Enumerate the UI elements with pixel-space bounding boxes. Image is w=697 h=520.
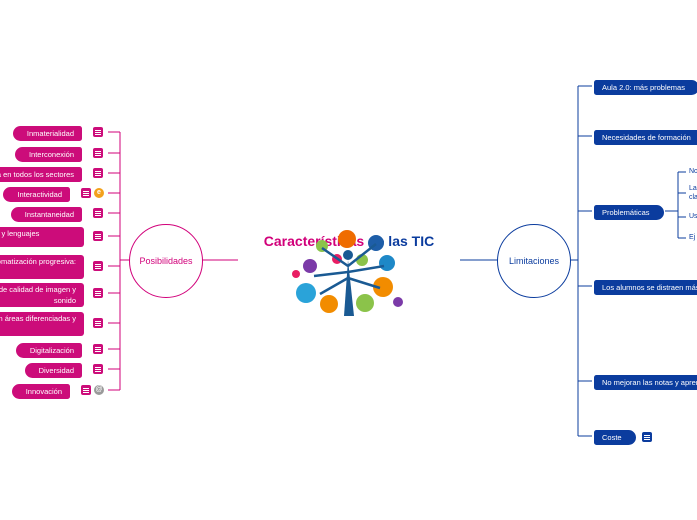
node-influencia[interactable]: Influencia en todos los sectores: [0, 167, 82, 182]
note-icon[interactable]: [81, 385, 91, 395]
node-instantaneidad[interactable]: Instantaneidad: [10, 207, 82, 222]
subnode-label: Us: [689, 213, 697, 220]
node-label: Problemáticas: [602, 208, 650, 217]
node-innovacion[interactable]: Innovación: [11, 384, 70, 399]
node-interconexion[interactable]: Interconexión: [14, 147, 82, 162]
node-label: Innovación: [25, 387, 62, 396]
node-interactividad[interactable]: Interactividad: [3, 187, 70, 202]
node-notas-aprendizajes[interactable]: No mejoran las notas y aprendizajes: [594, 375, 697, 390]
node-label: Elevados parámetros de calidad de imagen…: [0, 285, 76, 305]
subnode-label: Ej: [689, 234, 696, 241]
node-label: Interconexión: [28, 150, 74, 159]
note-icon[interactable]: [93, 344, 103, 354]
central-title-part2: de las TIC: [368, 233, 435, 249]
branch-posibilidades-label: Posibilidades: [139, 256, 193, 266]
subnode-label: No: [689, 168, 697, 175]
note-icon[interactable]: [93, 208, 103, 218]
node-coste[interactable]: Coste: [594, 430, 636, 445]
node-label: Diversidad: [38, 366, 74, 375]
subnode-3[interactable]: Us: [689, 212, 697, 221]
node-label: Nuevos códigos y lenguajes: [0, 229, 40, 238]
link-icon[interactable]: e: [94, 188, 104, 198]
node-penetracion[interactable]: Penetración en áreas diferenciadas y: [0, 312, 84, 336]
node-label: Los alumnos se distraen más: [602, 283, 697, 292]
node-problematicas[interactable]: Problemáticas: [594, 205, 664, 220]
note-icon[interactable]: [93, 288, 103, 298]
tic-illustration-icon: [292, 230, 403, 316]
node-calidad-imagen[interactable]: Elevados parámetros de calidad de imagen…: [0, 283, 84, 307]
branch-limitaciones-label: Limitaciones: [508, 256, 560, 266]
node-codigos-lenguajes[interactable]: Nuevos códigos y lenguajes: [0, 227, 84, 247]
node-aula-20[interactable]: Aula 2.0: más problemas: [594, 80, 697, 95]
note-icon[interactable]: [93, 261, 103, 271]
attachment-icon[interactable]: @: [94, 385, 104, 395]
node-alumnos-distraen[interactable]: Los alumnos se distraen más: [594, 280, 697, 295]
note-icon[interactable]: [93, 148, 103, 158]
node-label: Instantaneidad: [24, 210, 74, 219]
note-icon[interactable]: [93, 168, 103, 178]
node-label: Penetración en áreas diferenciadas y: [0, 314, 76, 323]
node-necesidades-formacion[interactable]: Necesidades de formación: [594, 130, 697, 145]
node-label: Coste: [602, 433, 622, 442]
node-diversidad[interactable]: Diversidad: [24, 363, 82, 378]
node-label: Automatización progresiva:: [0, 257, 76, 266]
note-icon[interactable]: [93, 318, 103, 328]
subnode-label: La clase: [689, 185, 697, 201]
node-automatizacion[interactable]: Automatización progresiva:: [0, 255, 84, 279]
node-label: Influencia en todos los sectores: [0, 170, 74, 179]
node-label: Inmaterialidad: [26, 129, 74, 138]
branch-posibilidades[interactable]: Posibilidades: [129, 224, 203, 298]
subnode-1[interactable]: No: [689, 167, 697, 176]
note-icon[interactable]: [81, 188, 91, 198]
note-icon[interactable]: [93, 231, 103, 241]
subnode-2[interactable]: La clase: [689, 184, 697, 202]
branch-limitaciones[interactable]: Limitaciones: [497, 224, 571, 298]
node-digitalizacion[interactable]: Digitalización: [15, 343, 82, 358]
note-icon[interactable]: [93, 364, 103, 374]
node-label: Digitalización: [29, 346, 74, 355]
node-label: Interactividad: [17, 190, 62, 199]
node-label: Necesidades de formación: [602, 133, 691, 142]
node-label: No mejoran las notas y aprendizajes: [602, 378, 697, 387]
note-icon[interactable]: [93, 127, 103, 137]
node-label: Aula 2.0: más problemas: [602, 83, 685, 92]
node-inmaterialidad[interactable]: Inmaterialidad: [12, 126, 82, 141]
note-icon[interactable]: [642, 432, 652, 442]
subnode-4[interactable]: Ej: [689, 233, 697, 242]
